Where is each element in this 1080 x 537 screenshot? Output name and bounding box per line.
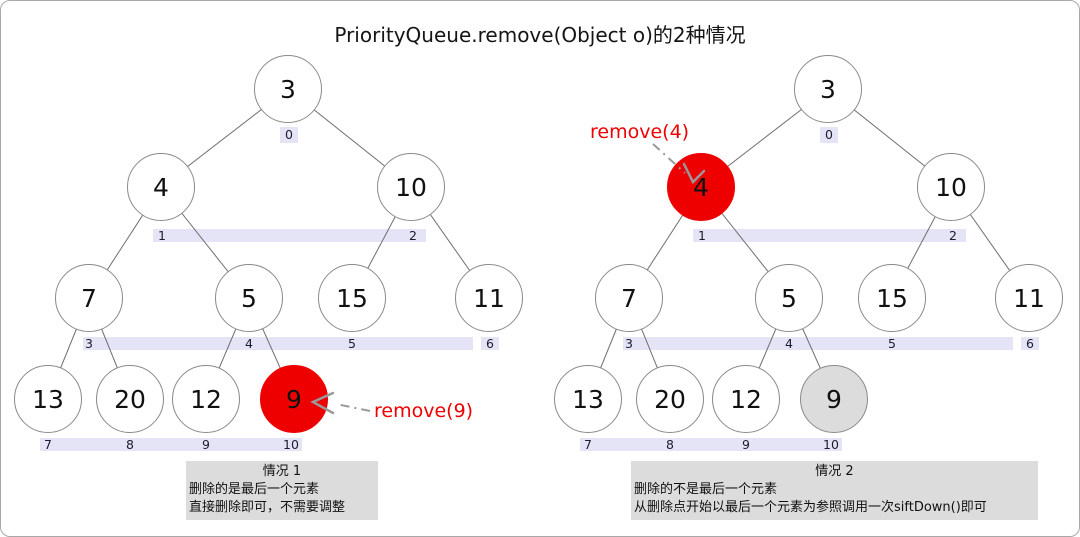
index-band-level3: [580, 438, 842, 451]
index-band-level1: [693, 229, 966, 242]
tree2-index-4: 4: [785, 336, 793, 351]
index-band-level3: [40, 438, 302, 451]
tree2-node-15: 15: [858, 264, 926, 332]
index-chip-6: [481, 337, 499, 350]
caption-case1: 情况 1 删除的是最后一个元素 直接删除即可，不需要调整: [186, 461, 378, 520]
tree2-index-5: 5: [888, 336, 896, 351]
tree1-node-12: 12: [172, 365, 240, 433]
tree1-index-8: 8: [126, 437, 134, 452]
tree1-index-7: 7: [44, 437, 52, 452]
tree1-node-9-highlighted: 9: [260, 365, 328, 433]
tree1-index-3: 3: [85, 336, 93, 351]
caption-case2: 情况 2 删除的不是最后一个元素 从删除点开始以最后一个元素为参照调用一次sif…: [631, 461, 1038, 520]
tree2-node-9-removed: 9: [800, 365, 868, 433]
caption-case1-line2: 直接删除即可，不需要调整: [189, 500, 346, 516]
tree2-index-0: 0: [825, 127, 833, 142]
caption-case1-line1: 删除的是最后一个元素: [189, 482, 320, 498]
tree2-index-9: 9: [742, 437, 750, 452]
tree1-node-11: 11: [455, 264, 523, 332]
caption-case1-title: 情况 1: [262, 464, 302, 479]
remove4-annotation: remove(4): [590, 121, 690, 143]
remove9-annotation: remove(9): [374, 400, 474, 422]
remove9-arrow-line: [335, 403, 371, 412]
tree2-node-4-highlighted: 4: [667, 153, 735, 221]
tree1-node-5: 5: [215, 264, 283, 332]
tree2-index-1: 1: [698, 228, 706, 243]
tree2-index-2: 2: [949, 228, 957, 243]
tree2-index-6: 6: [1026, 336, 1034, 351]
tree1-index-6: 6: [486, 336, 494, 351]
tree1-node-4: 4: [127, 153, 195, 221]
tree1-index-4: 4: [245, 336, 253, 351]
tree1-node-13: 13: [14, 365, 82, 433]
caption-case2-title: 情况 2: [815, 464, 854, 479]
tree2-node-10: 10: [917, 153, 985, 221]
tree1-node-3: 3: [254, 55, 322, 123]
tree2-index-10: 10: [823, 437, 839, 452]
tree1-index-1: 1: [158, 228, 166, 243]
tree1-node-7: 7: [55, 264, 123, 332]
tree1-node-10: 10: [377, 153, 445, 221]
tree1-node-20: 20: [96, 365, 164, 433]
index-band-level1: [153, 229, 426, 242]
tree2-node-5: 5: [755, 264, 823, 332]
tree1-index-10: 10: [283, 437, 299, 452]
diagram-title: PriorityQueue.remove(Object o)的2种情况: [334, 23, 746, 47]
tree2-node-3: 3: [794, 55, 862, 123]
tree1-node-15: 15: [318, 264, 386, 332]
tree2-node-7: 7: [595, 264, 663, 332]
tree2-index-3: 3: [625, 336, 633, 351]
tree2-node-11: 11: [995, 264, 1063, 332]
caption-case2-line1: 删除的不是最后一个元素: [634, 482, 778, 498]
tree2-node-12: 12: [712, 365, 780, 433]
tree1-index-5: 5: [348, 336, 356, 351]
index-chip-6: [1021, 337, 1039, 350]
tree1-index-9: 9: [202, 437, 210, 452]
caption-case2-line2: 从删除点开始以最后一个元素为参照调用一次siftDown()即可: [634, 500, 987, 516]
index-band-level2: [623, 337, 1013, 350]
tree1-index-2: 2: [409, 228, 417, 243]
tree2-node-20: 20: [636, 365, 704, 433]
tree2-index-7: 7: [584, 437, 592, 452]
index-band-level2: [83, 337, 473, 350]
tree1-index-0: 0: [285, 127, 293, 142]
tree2-node-13: 13: [554, 365, 622, 433]
tree2-index-8: 8: [666, 437, 674, 452]
